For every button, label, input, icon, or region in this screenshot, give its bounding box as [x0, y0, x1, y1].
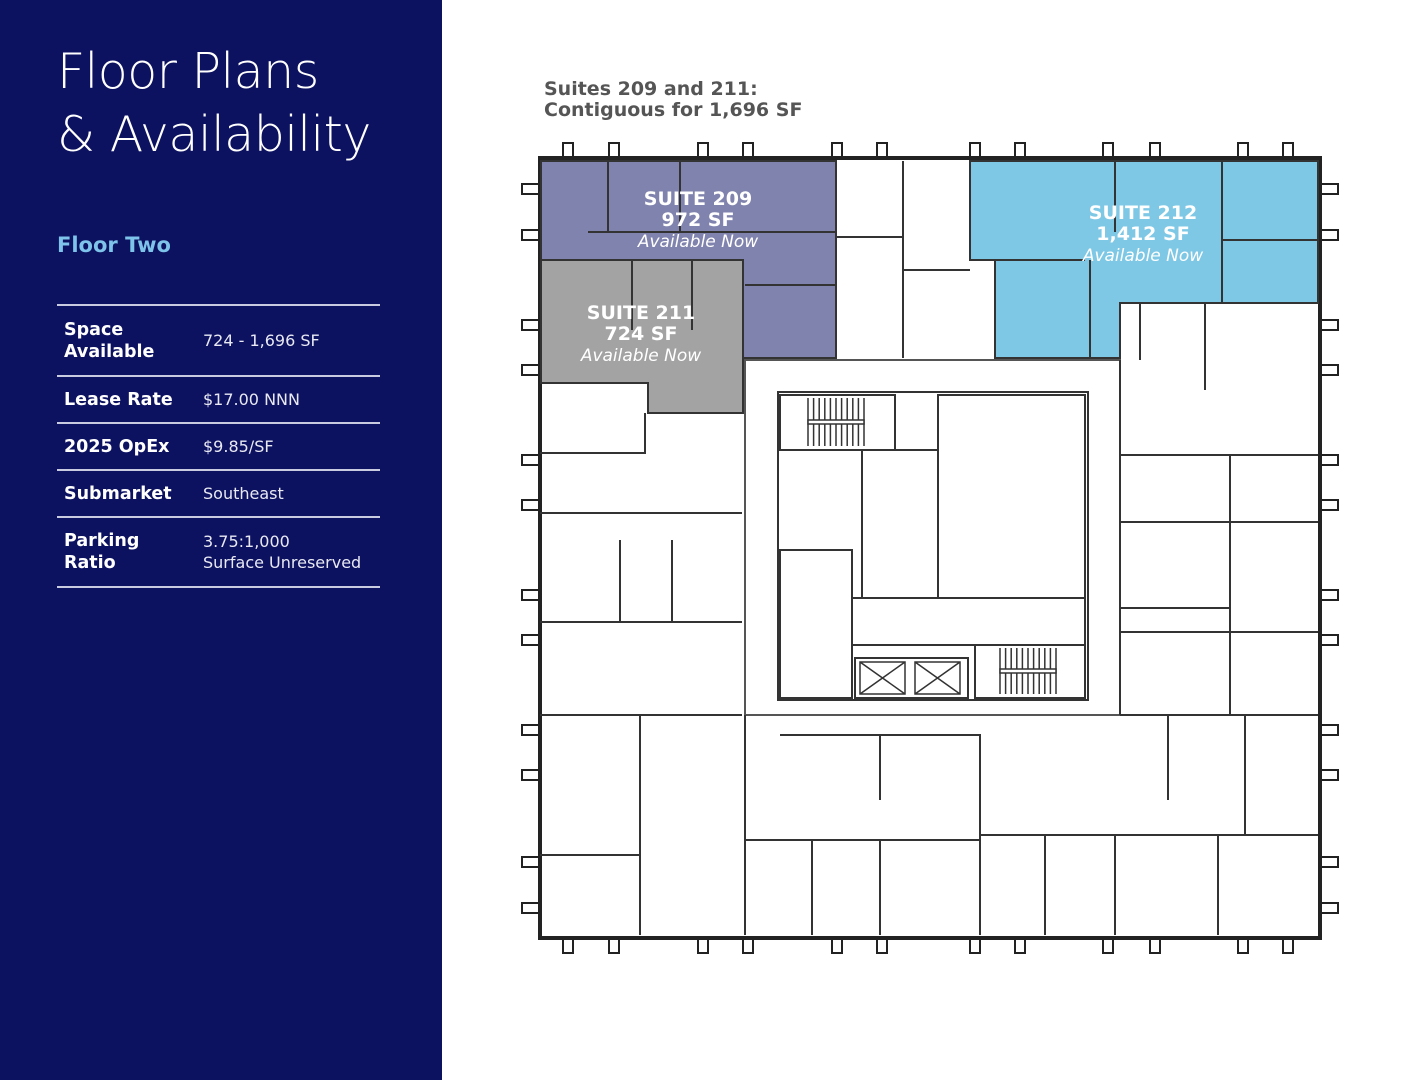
floor-label: Floor Two [57, 233, 171, 257]
spec-value: $17.00 NNN [203, 390, 300, 409]
spec-row-space: Space Available 724 - 1,696 SF [57, 306, 380, 377]
spec-row-submarket: Submarket Southeast [57, 471, 380, 518]
spec-value: Southeast [203, 484, 284, 503]
suite-name: SUITE 212 [1089, 202, 1197, 224]
spec-row-lease: Lease Rate $17.00 NNN [57, 377, 380, 424]
suite-size: 972 SF [662, 209, 735, 231]
floor-plan: SUITE 209 972 SF Available Now SUITE 211… [521, 142, 1339, 954]
suite-size: 1,412 SF [1096, 223, 1189, 245]
suite-status: Available Now [1082, 246, 1203, 266]
plan-caption: Suites 209 and 211: Contiguous for 1,696… [544, 79, 802, 121]
caption-line-2: Contiguous for 1,696 SF [544, 99, 803, 121]
page-title: Floor Plans & Availability [57, 40, 371, 166]
suite-212-area [969, 160, 1319, 359]
suite-name: SUITE 211 [587, 302, 695, 324]
suite-211-label: SUITE 211 724 SF Available Now [580, 302, 701, 366]
specs-table: Space Available 724 - 1,696 SF Lease Rat… [57, 304, 380, 588]
suite-name: SUITE 209 [644, 188, 752, 210]
spec-row-parking: Parking Ratio 3.75:1,000 Surface Unreser… [57, 518, 380, 588]
spec-row-opex: 2025 OpEx $9.85/SF [57, 424, 380, 471]
suite-209-label: SUITE 209 972 SF Available Now [637, 188, 758, 252]
title-line-1: Floor Plans [57, 43, 319, 100]
spec-value: 3.75:1,000 Surface Unreserved [203, 531, 361, 573]
spec-label: Parking Ratio [64, 531, 140, 573]
title-line-2: & Availability [57, 106, 371, 163]
interior-walls [540, 161, 1318, 935]
spec-value-line: 3.75:1,000 [203, 532, 290, 551]
spec-label: Space Available [64, 319, 155, 362]
suite-size: 724 SF [605, 323, 678, 345]
spec-label: Submarket [64, 483, 172, 504]
spec-label: Lease Rate [64, 389, 173, 410]
spec-value: $9.85/SF [203, 437, 274, 456]
suite-status: Available Now [580, 346, 701, 366]
stair-landing [999, 668, 1057, 674]
caption-line-1: Suites 209 and 211: [544, 78, 758, 100]
spec-label: 2025 OpEx [64, 436, 170, 457]
elevator-icons [859, 661, 961, 695]
suite-status: Available Now [637, 232, 758, 252]
stair-landing [807, 419, 865, 425]
spec-value: 724 - 1,696 SF [203, 331, 320, 350]
stair-icons [807, 398, 1057, 694]
sidebar: Floor Plans & Availability Floor Two Spa… [0, 0, 442, 1080]
suite-212-label: SUITE 212 1,412 SF Available Now [1082, 202, 1203, 266]
spec-value-line: Surface Unreserved [203, 553, 362, 572]
